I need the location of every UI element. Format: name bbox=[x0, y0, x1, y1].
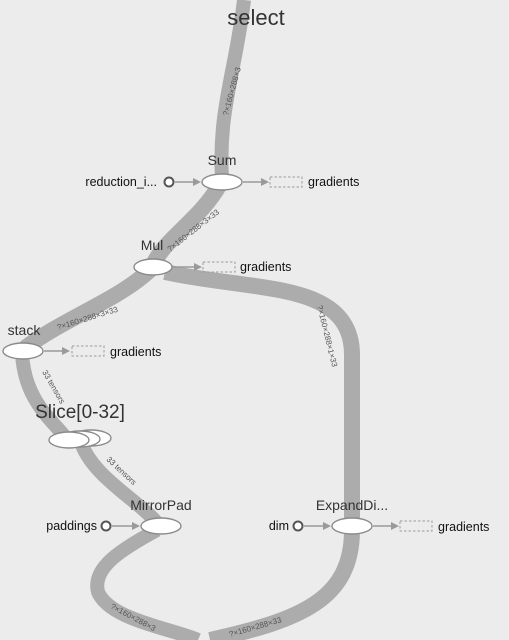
node-mirrorpad-label: MirrorPad bbox=[130, 497, 191, 513]
arrow-head-icon bbox=[193, 178, 201, 186]
node-slice[interactable]: Slice[0-32] bbox=[35, 402, 125, 449]
gradients-expanddims[interactable]: gradients bbox=[373, 520, 489, 534]
gradients-expanddims-label: gradients bbox=[438, 520, 489, 534]
gradients-stack[interactable]: gradients bbox=[44, 345, 161, 359]
node-expanddims[interactable]: ExpandDi... bbox=[316, 497, 388, 535]
input-paddings[interactable]: paddings bbox=[46, 519, 140, 533]
input-dim-label: dim bbox=[269, 519, 289, 533]
node-stack-label: stack bbox=[8, 322, 42, 338]
gradients-expanddims-box[interactable] bbox=[399, 520, 433, 532]
edge-expanddims-out bbox=[208, 529, 360, 640]
gradients-mul-label: gradients bbox=[240, 260, 291, 274]
input-dim[interactable]: dim bbox=[269, 519, 331, 533]
edge-mul-expanddims bbox=[163, 264, 360, 525]
node-slice-shape[interactable] bbox=[48, 431, 90, 449]
input-paddings-icon[interactable] bbox=[100, 520, 112, 532]
node-expanddims-label: ExpandDi... bbox=[316, 497, 388, 513]
input-dim-icon[interactable] bbox=[292, 520, 304, 532]
arrow-head-icon bbox=[62, 347, 70, 355]
node-stack[interactable]: stack bbox=[2, 322, 44, 360]
input-reduction-label: reduction_i... bbox=[85, 175, 157, 189]
edge-select-sum bbox=[214, 0, 251, 179]
gradients-mul-box[interactable] bbox=[202, 261, 236, 273]
node-expanddims-shape[interactable] bbox=[331, 517, 373, 535]
node-sum-shape[interactable] bbox=[201, 173, 243, 191]
arrow-head-icon bbox=[261, 178, 269, 186]
gradients-stack-label: gradients bbox=[110, 345, 161, 359]
edge-sum-mul bbox=[145, 179, 227, 269]
gradients-sum-box[interactable] bbox=[269, 176, 303, 188]
edge-slice-mirrorpad bbox=[75, 442, 164, 529]
node-mul-label: Mul bbox=[141, 237, 164, 253]
gradients-stack-box[interactable] bbox=[71, 345, 105, 357]
input-paddings-label: paddings bbox=[46, 519, 97, 533]
input-reduction-icon[interactable] bbox=[163, 176, 175, 188]
arrow-head-icon bbox=[323, 522, 331, 530]
arrow-head-icon bbox=[194, 263, 202, 271]
graph-title: select bbox=[227, 5, 284, 30]
node-stack-shape[interactable] bbox=[2, 342, 44, 360]
gradients-sum[interactable]: gradients bbox=[243, 175, 359, 189]
node-sum[interactable]: Sum bbox=[201, 152, 243, 191]
node-mul-shape[interactable] bbox=[133, 258, 173, 276]
node-mul[interactable]: Mul bbox=[133, 237, 173, 276]
node-slice-label: Slice[0-32] bbox=[35, 402, 125, 423]
arrow-head-icon bbox=[132, 522, 140, 530]
edge-label-stack-slice: 33 tensors bbox=[40, 369, 66, 406]
node-mirrorpad-shape[interactable] bbox=[140, 517, 182, 535]
gradients-mul[interactable]: gradients bbox=[173, 260, 291, 274]
edge-mul-stack bbox=[20, 264, 156, 355]
edge-stack-slice bbox=[15, 353, 72, 443]
node-sum-label: Sum bbox=[208, 152, 237, 168]
gradients-sum-label: gradients bbox=[308, 175, 359, 189]
edge-mirrorpad-out bbox=[90, 523, 201, 640]
node-mirrorpad[interactable]: MirrorPad bbox=[130, 497, 192, 535]
arrow-head-icon bbox=[391, 522, 399, 530]
input-reduction[interactable]: reduction_i... bbox=[85, 175, 201, 189]
